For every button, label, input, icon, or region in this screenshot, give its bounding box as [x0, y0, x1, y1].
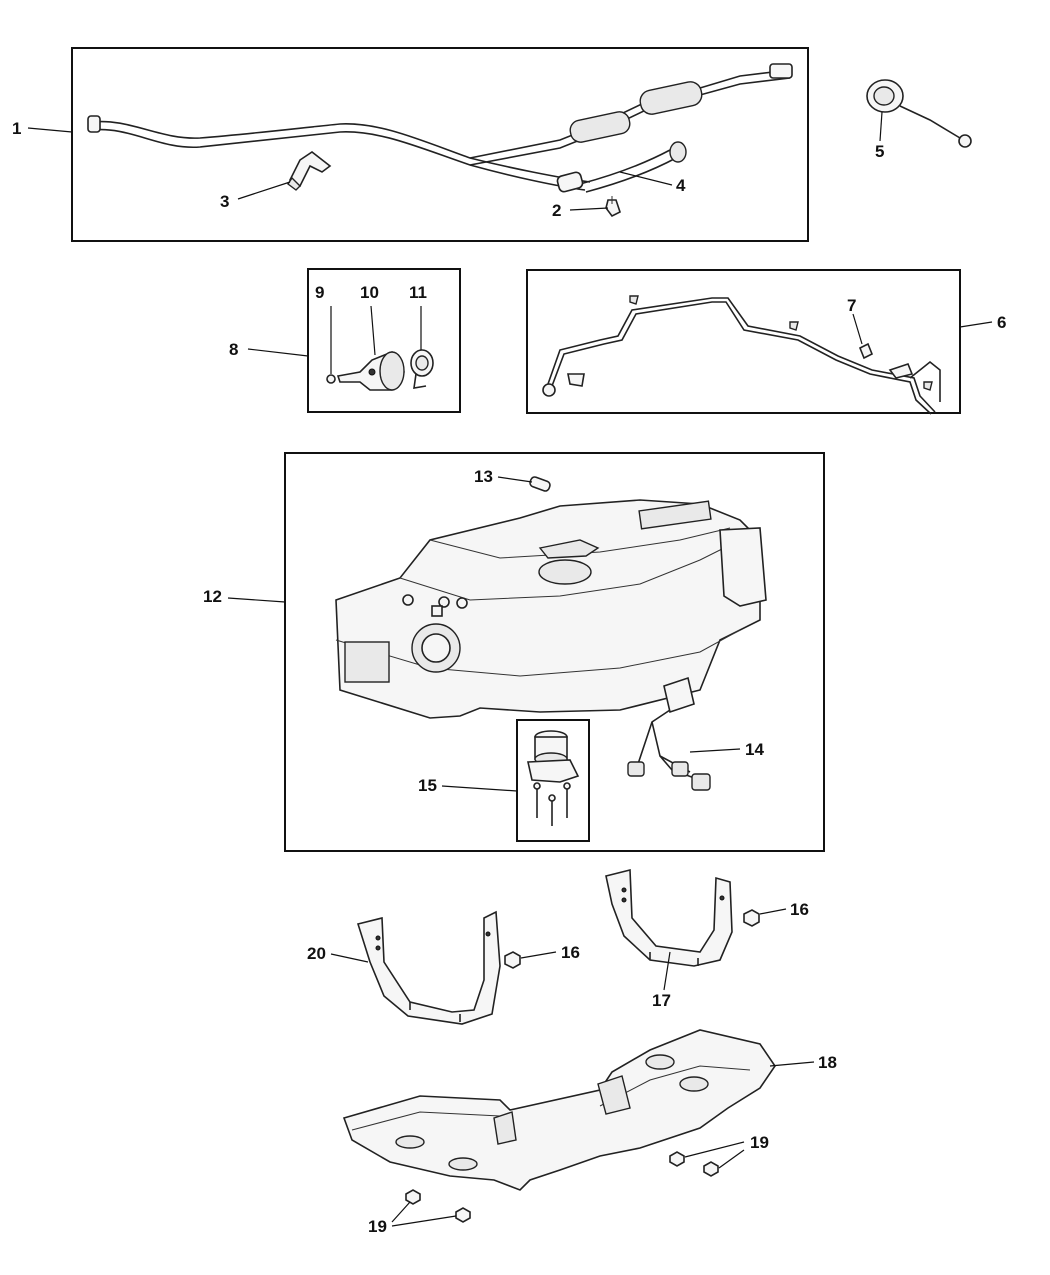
box-6 — [526, 269, 961, 414]
leader-16b — [759, 908, 787, 915]
leader-7 — [852, 313, 863, 345]
fuel-line-assembly — [87, 63, 793, 193]
leader-3 — [237, 181, 291, 200]
vent-valve-5: 5 — [866, 79, 972, 161]
leader-16a — [520, 951, 557, 959]
callout-11: 11 — [409, 283, 427, 302]
retainer-clip-7 — [858, 342, 874, 360]
box-15 — [516, 719, 590, 842]
leader-13 — [497, 476, 533, 483]
tank-strap-17: 17 — [605, 868, 733, 1010]
leader-10 — [370, 305, 376, 356]
line-clip-b — [789, 321, 799, 331]
callout-7: 7 — [847, 296, 856, 315]
leader-19a-1 — [684, 1141, 745, 1158]
callout-13: 13 — [474, 467, 493, 486]
group-box-fuel-lines: 1 2 3 4 — [12, 47, 809, 242]
callout-15: 15 — [418, 776, 437, 795]
skid-plate-18: 18 — [342, 1029, 837, 1191]
callout-4: 4 — [676, 176, 686, 195]
tank-strap-20: 20 — [307, 910, 501, 1025]
callout-19b: 19 — [368, 1217, 387, 1236]
leader-1 — [27, 127, 73, 133]
callout-8: 8 — [229, 340, 238, 359]
vent-tube-13 — [529, 476, 551, 492]
o-ring-9 — [326, 374, 336, 384]
leader-15 — [441, 785, 518, 792]
fuel-tank-12 — [335, 499, 767, 719]
callout-17: 17 — [652, 991, 671, 1010]
leader-6 — [959, 321, 993, 328]
cap-tether-11 — [410, 349, 434, 389]
fuel-pump-module-15 — [516, 719, 590, 842]
leader-19b-1 — [391, 1201, 411, 1223]
tank-label-plate — [344, 641, 390, 683]
callout-20: 20 — [307, 944, 326, 963]
group-box-vapor-line: 7 6 — [526, 269, 1006, 415]
nut-16-right: 16 — [743, 900, 809, 927]
callout-1: 1 — [12, 119, 21, 138]
callout-2: 2 — [552, 201, 561, 220]
line-clip-a — [629, 295, 639, 305]
callout-14: 14 — [745, 740, 764, 759]
callout-16b: 16 — [790, 900, 809, 919]
callout-3: 3 — [220, 192, 229, 211]
leader-18 — [769, 1061, 815, 1067]
group-box-fuel-tank: 13 12 14 15 — [203, 452, 825, 852]
box-12 — [284, 452, 825, 852]
leader-2 — [569, 207, 609, 211]
leader-8 — [247, 348, 309, 357]
nut-16-left: 16 — [504, 943, 580, 969]
callout-5: 5 — [875, 142, 884, 161]
wiring-harness-14 — [627, 676, 711, 791]
callout-6: 6 — [997, 313, 1006, 332]
nuts-19-left: 19 — [368, 1189, 471, 1236]
callout-18: 18 — [818, 1053, 837, 1072]
hose-clamp-2 — [605, 196, 621, 218]
callout-9: 9 — [315, 283, 324, 302]
leader-20 — [330, 953, 369, 963]
leader-17 — [663, 951, 671, 991]
nuts-19-right: 19 — [669, 1133, 769, 1177]
leader-5 — [879, 111, 883, 142]
leader-14 — [689, 748, 741, 753]
callout-19a: 19 — [750, 1133, 769, 1152]
leader-12 — [227, 597, 286, 603]
box-1 — [71, 47, 809, 242]
leader-4 — [619, 171, 673, 186]
group-box-fuel-cap: 9 10 11 8 — [229, 268, 461, 413]
leader-19b-2 — [391, 1215, 457, 1227]
callout-16a: 16 — [561, 943, 580, 962]
bracket-3 — [287, 151, 332, 191]
leader-19a-2 — [718, 1149, 745, 1169]
fuel-cap-10 — [336, 351, 405, 391]
callout-12: 12 — [203, 587, 222, 606]
line-clip-c — [923, 381, 933, 391]
box-8 — [307, 268, 461, 413]
callout-10: 10 — [360, 283, 379, 302]
vapor-line-assembly — [542, 297, 941, 415]
